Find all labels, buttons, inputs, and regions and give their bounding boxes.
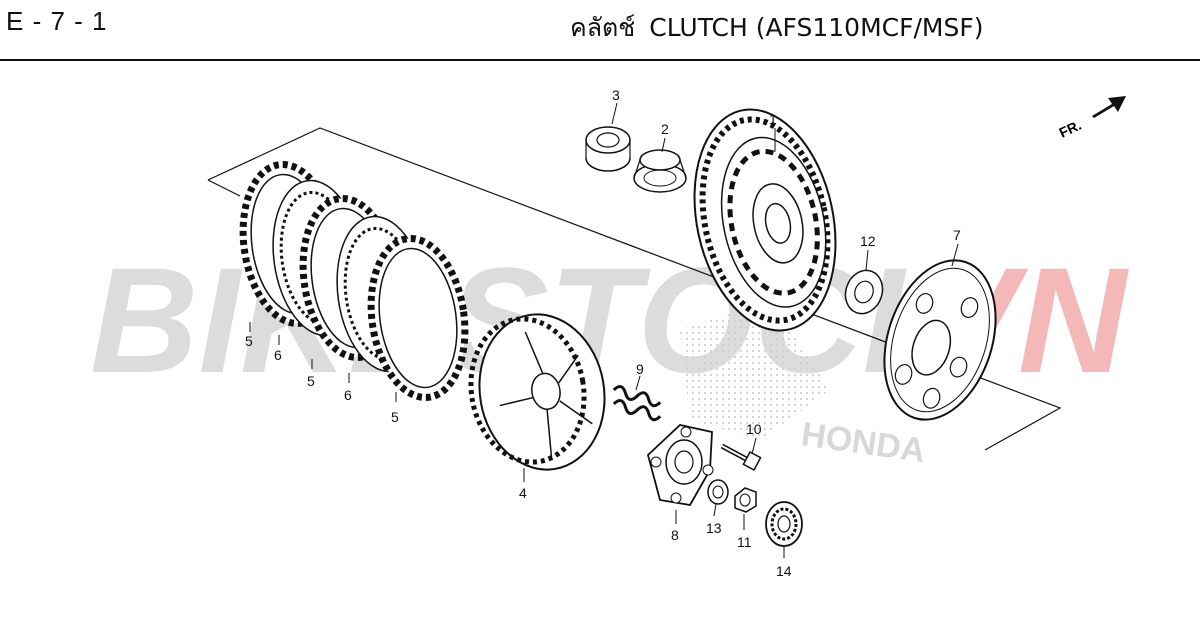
callout-9: 9 xyxy=(636,361,644,377)
washer-part-13 xyxy=(707,479,729,505)
collar-part-2 xyxy=(633,149,687,193)
clutch-plate-stack xyxy=(239,161,469,401)
callout-5c: 5 xyxy=(391,409,399,425)
honda-wing-logo xyxy=(680,300,830,440)
callout-8: 8 xyxy=(671,527,679,543)
callout-14: 14 xyxy=(776,563,792,579)
callout-12: 12 xyxy=(860,233,876,249)
callout-2: 2 xyxy=(661,121,669,137)
callout-1: 1 xyxy=(769,111,777,127)
callout-4: 4 xyxy=(519,485,527,501)
bushing-part-3 xyxy=(585,126,631,172)
front-label: FR. xyxy=(1057,117,1084,141)
page-title: คลัตช์ CLUTCH (AFS110MCF/MSF) xyxy=(570,8,997,48)
callout-6a: 6 xyxy=(274,347,282,363)
clutch-outer-housing xyxy=(693,108,837,332)
parts-diagram: BIKESTOCK VN HONDA xyxy=(90,87,1129,579)
header-divider xyxy=(0,59,1200,61)
callout-3: 3 xyxy=(612,87,620,103)
washer-part-12 xyxy=(844,269,884,315)
front-direction-arrow: FR. xyxy=(1057,96,1126,141)
callout-11: 11 xyxy=(737,534,752,550)
bolt-part-10 xyxy=(720,443,762,472)
friction-disc xyxy=(367,235,469,401)
honda-logo-text: HONDA xyxy=(799,415,928,470)
callout-10: 10 xyxy=(746,421,762,437)
callout-5b: 5 xyxy=(307,373,315,389)
page-code: E - 7 - 1 xyxy=(6,6,108,36)
callout-6b: 6 xyxy=(344,387,352,403)
callout-7: 7 xyxy=(953,227,961,243)
callout-5a: 5 xyxy=(245,333,253,349)
title-english: CLUTCH (AFS110MCF/MSF) xyxy=(649,13,984,42)
assembly-outline xyxy=(207,127,1062,451)
callout-labels: 1 2 3 4 5 5 5 6 6 7 8 9 10 11 12 13 14 xyxy=(245,87,961,579)
page-header: E - 7 - 1 คลัตช์ CLUTCH (AFS110MCF/MSF) xyxy=(0,0,1200,61)
lifter-plate-part-8 xyxy=(646,424,714,506)
clutch-springs-part-9 xyxy=(612,385,662,422)
callout-13: 13 xyxy=(706,520,722,536)
leader-lines xyxy=(249,102,959,558)
clutch-center-part-7 xyxy=(883,259,997,421)
bearing-part-14 xyxy=(765,501,803,547)
title-thai: คลัตช์ xyxy=(570,13,636,42)
pressure-plate-part-4 xyxy=(468,313,606,471)
nut-part-11 xyxy=(734,487,757,513)
